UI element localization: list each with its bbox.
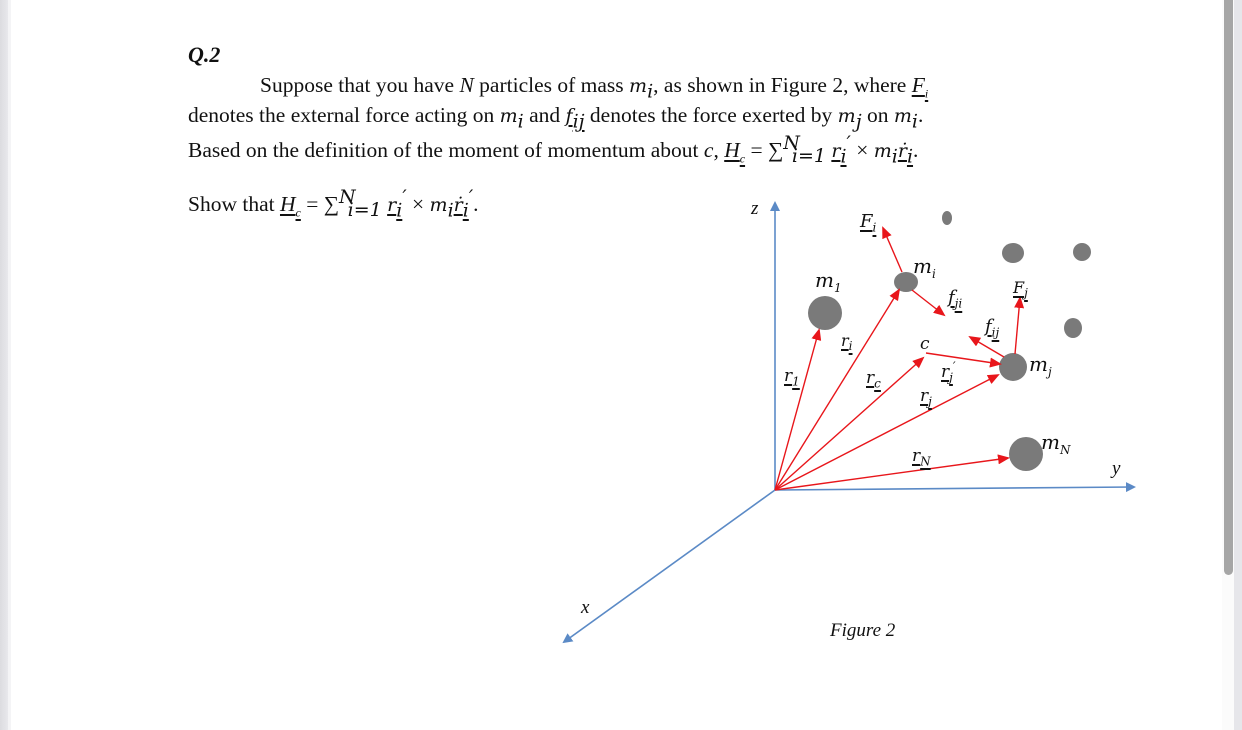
x-axis-label: x [581,597,590,618]
label-rj: rj [920,386,932,409]
label-c: c [920,334,930,354]
vector-rj-prime [925,352,1002,368]
figure-caption: Figure 2 [830,620,896,641]
viewer-left-border [0,0,11,730]
label-fji: fji [948,287,963,311]
label-m1: m1 [815,268,842,295]
force-fji [911,289,946,317]
vector-r1 [774,328,822,491]
particle-m1 [808,296,842,330]
label-fij: fij [985,316,1000,340]
vector-rj [774,374,1000,491]
particle-mN [1009,437,1043,471]
particle-mj [999,353,1027,381]
particle-small-1 [942,211,952,225]
vector-ri [774,288,901,491]
vector-rN [774,454,1010,491]
particle-small-3 [1073,243,1091,261]
label-rN: rN [912,446,931,469]
particles [808,211,1091,471]
y-axis [774,482,1136,493]
label-Fi: Fi [860,211,877,235]
label-Fj: Fj [1013,278,1028,301]
force-Fj [1014,296,1025,355]
force-fij [968,335,1005,358]
show-that-statement: Show that Hc = ∑Ni=1 ri′ × miṙi′. [188,185,479,222]
label-mN: mN [1041,430,1071,457]
label-mj: mj [1029,352,1052,379]
label-r1: r1 [784,366,800,389]
x-axis [562,489,776,644]
vector-rc [774,356,925,491]
label-ri: ri [841,331,853,354]
y-axis-label: y [1112,458,1121,479]
force-Fi [882,226,903,273]
coordinate-axes [562,201,1136,644]
particle-mi [894,272,918,292]
scrollbar-thumb[interactable] [1224,0,1233,575]
problem-line-2: denotes the external force acting on mi … [188,103,924,133]
label-rc: rc [866,368,881,391]
problem-line-3: Based on the definition of the moment of… [188,131,919,168]
particle-small-2 [1002,243,1024,263]
label-mi: mi [913,254,936,281]
viewer-right-border [1234,0,1242,730]
question-label: Q.2 [188,42,221,67]
z-axis-label: z [751,198,759,219]
problem-line-1: Suppose that you have N particles of mas… [260,73,929,103]
particle-small-4 [1064,318,1082,338]
label-rj-prime: rj′ [941,359,956,385]
vectors [774,226,1025,491]
